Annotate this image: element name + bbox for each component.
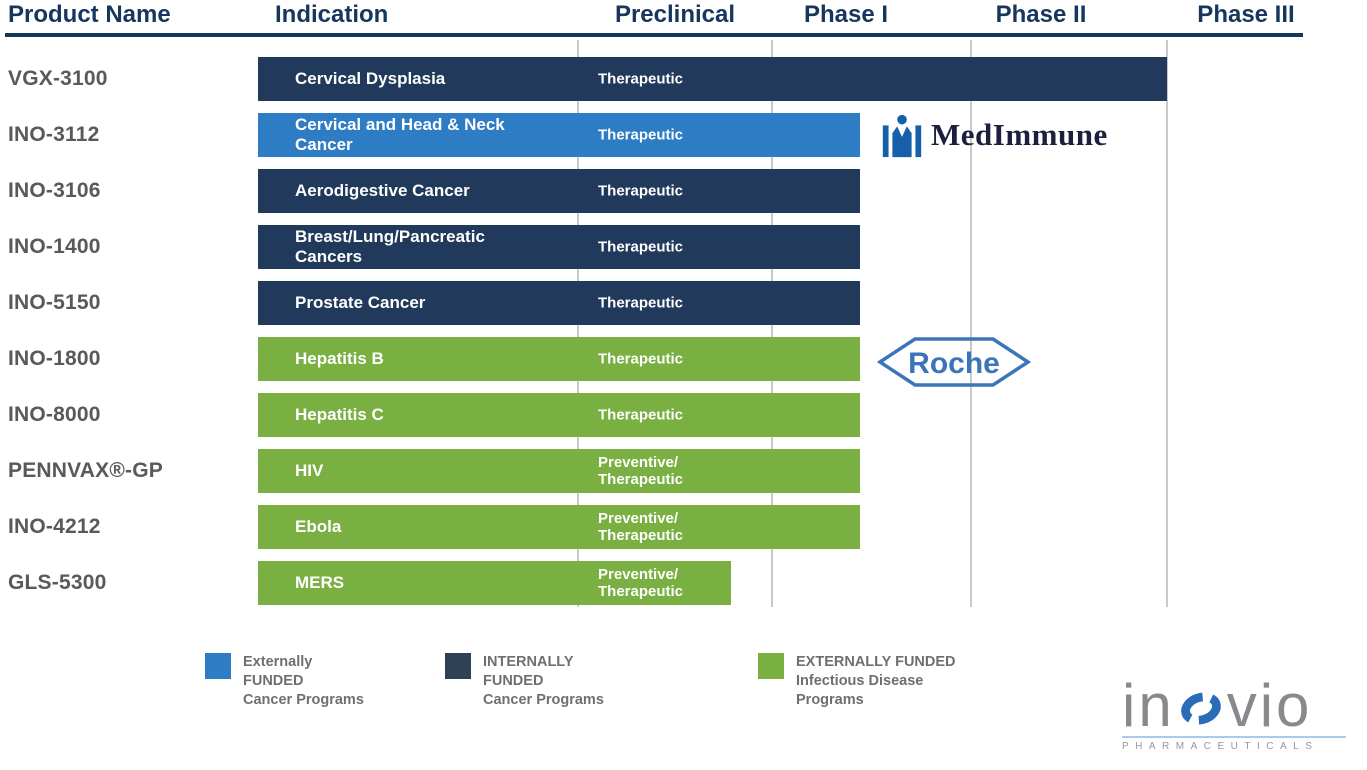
pipeline-row-ino-1400: INO-1400 Breast/Lung/Pancreatic Cancers …	[0, 225, 1367, 269]
pipeline-row-ino-1800: INO-1800 Hepatitis B Therapeutic	[0, 337, 1367, 381]
pipeline-bar: Cervical Dysplasia Therapeutic	[258, 57, 1167, 101]
stage-label: Therapeutic	[598, 182, 684, 200]
legend-item-externally-funded-infectious: EXTERNALLY FUNDED Infectious Disease Pro…	[758, 653, 956, 710]
inovio-underline	[1122, 736, 1346, 738]
header-divider	[5, 33, 1303, 37]
pipeline-row-ino-5150: INO-5150 Prostate Cancer Therapeutic	[0, 281, 1367, 325]
indication-label: HIV	[295, 461, 324, 480]
product-name-label: INO-3106	[8, 179, 101, 202]
inovio-swirl-icon	[1180, 692, 1221, 725]
pipeline-row-ino-4212: INO-4212 Ebola Preventive/ Therapeutic	[0, 505, 1367, 549]
inovio-subtitle: PHARMACEUTICALS	[1122, 741, 1319, 752]
inovio-logo: in vio PHARMACEUTICALS	[1122, 672, 1350, 752]
pipeline-bar: Breast/Lung/Pancreatic Cancers Therapeut…	[258, 225, 860, 269]
product-name-label: INO-5150	[8, 291, 101, 314]
stage-label: Therapeutic	[598, 238, 684, 256]
medimmune-logo: MedImmune	[882, 110, 1108, 160]
indication-label: Breast/Lung/Pancreatic Cancers	[295, 227, 485, 266]
pipeline-row-vgx-3100: VGX-3100 Cervical Dysplasia Therapeutic	[0, 57, 1367, 101]
product-name-label: VGX-3100	[8, 67, 108, 90]
indication-label: Aerodigestive Cancer	[295, 181, 470, 200]
pipeline-bar: Hepatitis B Therapeutic	[258, 337, 860, 381]
product-name-label: INO-1400	[8, 235, 101, 258]
stage-label: Preventive/ Therapeutic	[598, 454, 684, 488]
indication-label: Ebola	[295, 517, 342, 536]
medimmune-icon	[882, 114, 922, 158]
indication-label: Cervical and Head & Neck Cancer	[295, 115, 505, 154]
pipeline-bar: Aerodigestive Cancer Therapeutic	[258, 169, 860, 213]
stage-label: Therapeutic	[598, 406, 684, 424]
stage-label: Therapeutic	[598, 294, 684, 312]
stage-label: Therapeutic	[598, 70, 684, 88]
phase-gridline-phase-2	[970, 40, 972, 607]
product-name-label: INO-1800	[8, 347, 101, 370]
product-name-label: INO-8000	[8, 403, 101, 426]
inovio-wordmark-prefix: in	[1122, 672, 1175, 739]
indication-label: Hepatitis C	[295, 405, 384, 424]
product-name-label: PENNVAX®-GP	[8, 459, 163, 482]
pipeline-bar: Prostate Cancer Therapeutic	[258, 281, 860, 325]
legend-swatch-blue	[205, 653, 231, 679]
pipeline-row-ino-8000: INO-8000 Hepatitis C Therapeutic	[0, 393, 1367, 437]
indication-label: Cervical Dysplasia	[295, 69, 446, 88]
column-header-phase-2: Phase II	[995, 1, 1087, 28]
pipeline-bar: MERS Preventive/ Therapeutic	[258, 561, 731, 605]
indication-label: MERS	[295, 573, 345, 592]
column-header-product-name: Product Name	[8, 1, 171, 28]
pipeline-row-pennvax-gp: PENNVAX®-GP HIV Preventive/ Therapeutic	[0, 449, 1367, 493]
pipeline-bar: HIV Preventive/ Therapeutic	[258, 449, 860, 493]
phase-gridline-phase-3	[1166, 40, 1168, 607]
legend-label: EXTERNALLY FUNDED Infectious Disease Pro…	[796, 654, 956, 708]
stage-label: Preventive/ Therapeutic	[598, 510, 684, 544]
stage-label: Therapeutic	[598, 350, 684, 368]
legend-swatch-green	[758, 653, 784, 679]
inovio-wordmark: in vio	[1122, 672, 1350, 739]
column-header-preclinical: Preclinical	[614, 1, 736, 28]
product-name-label: INO-3112	[8, 123, 100, 146]
pipeline-bar: Ebola Preventive/ Therapeutic	[258, 505, 860, 549]
indication-label: Hepatitis B	[295, 349, 384, 368]
column-header-indication: Indication	[275, 1, 389, 28]
medimmune-wordmark: MedImmune	[931, 117, 1108, 152]
column-header-phase-1: Phase I	[803, 1, 889, 28]
roche-wordmark: Roche	[908, 347, 1000, 380]
column-header-phase-3: Phase III	[1197, 1, 1295, 28]
product-name-label: GLS-5300	[8, 571, 107, 594]
pipeline-bar: Hepatitis C Therapeutic	[258, 393, 860, 437]
pipeline-row-ino-3112: INO-3112 Cervical and Head & Neck Cancer…	[0, 113, 1367, 157]
roche-hexagon-icon: Roche	[876, 337, 1032, 387]
stage-label: Preventive/ Therapeutic	[598, 566, 684, 600]
legend-item-internally-funded-cancer: INTERNALLY FUNDED Cancer Programs	[445, 653, 604, 710]
pipeline-bar: Cervical and Head & Neck Cancer Therapeu…	[258, 113, 860, 157]
legend-label: INTERNALLY FUNDED Cancer Programs	[483, 654, 604, 708]
pipeline-row-gls-5300: GLS-5300 MERS Preventive/ Therapeutic	[0, 561, 1367, 605]
roche-logo: Roche	[876, 334, 1032, 395]
pipeline-row-ino-3106: INO-3106 Aerodigestive Cancer Therapeuti…	[0, 169, 1367, 213]
legend-swatch-navy	[445, 653, 471, 679]
inovio-wordmark-suffix: vio	[1226, 672, 1313, 739]
legend-label: Externally FUNDED Cancer Programs	[243, 654, 364, 708]
legend-item-externally-funded-cancer: Externally FUNDED Cancer Programs	[205, 653, 364, 710]
product-name-label: INO-4212	[8, 515, 101, 538]
indication-label: Prostate Cancer	[295, 293, 426, 312]
stage-label: Therapeutic	[598, 126, 684, 144]
